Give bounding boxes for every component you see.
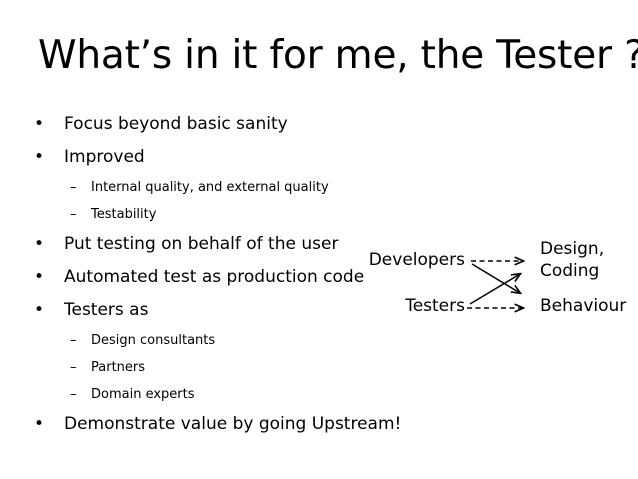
list-item: • Focus beyond basic sanity [0,108,380,141]
sub-list-item-label: Design consultants [91,333,216,348]
arrow-testers-to-design [469,274,520,305]
list-item: • Testers as [0,294,380,327]
bullet-list: • Focus beyond basic sanity • Improved –… [0,108,401,441]
sub-list-item-label: Partners [91,360,146,375]
dash-marker-icon: – [70,207,77,222]
diagram-node-testers: Testers [405,296,465,316]
sub-list-item-label: Testability [91,207,157,222]
dash-marker-icon: – [70,180,77,195]
sub-list-item: – Partners [0,354,380,381]
diagram-node-design-line1: Design, [540,239,605,259]
dash-marker-icon: – [70,333,77,348]
list-item-label: Focus beyond basic sanity [64,114,288,134]
sub-list-item-label: Domain experts [91,387,195,402]
diagram-node-behaviour: Behaviour [540,296,627,316]
page-title: What’s in it for me, the Tester ? [38,33,638,78]
bullet-marker-icon: • [34,414,45,434]
list-item: • Improved [0,141,380,174]
list-item: • Demonstrate value by going Upstream! [0,408,401,441]
dash-marker-icon: – [70,360,77,375]
list-item-label: Improved [64,147,145,167]
list-item-label: Put testing on behalf of the user [64,234,339,254]
list-item: • Automated test as production code [0,261,380,294]
bullet-marker-icon: • [34,147,45,167]
dash-marker-icon: – [70,387,77,402]
bullet-marker-icon: • [34,114,45,134]
list-item: • Put testing on behalf of the user [0,228,380,261]
diagram-arrows-svg [467,230,638,330]
bullet-marker-icon: • [34,300,45,320]
diagram-node-design-coding: Design, Coding [540,238,604,282]
crossing-arrows-diagram: Developers Testers Design, Coding Behavi… [360,230,638,330]
bullet-marker-icon: • [34,267,45,287]
sub-list-item: – Design consultants [0,327,380,354]
sub-list-item: – Testability [0,201,380,228]
list-item-label: Automated test as production code [64,267,365,287]
list-item-label: Demonstrate value by going Upstream! [64,414,402,434]
list-item-label: Testers as [64,300,149,320]
sub-list-item: – Internal quality, and external quality [0,174,380,201]
bullet-marker-icon: • [34,234,45,254]
sub-list-item-label: Internal quality, and external quality [91,180,329,195]
arrow-developers-to-behaviour [471,263,520,293]
diagram-node-design-line2: Coding [540,261,600,281]
sub-list-item: – Domain experts [0,381,380,408]
diagram-node-developers: Developers [368,250,465,270]
